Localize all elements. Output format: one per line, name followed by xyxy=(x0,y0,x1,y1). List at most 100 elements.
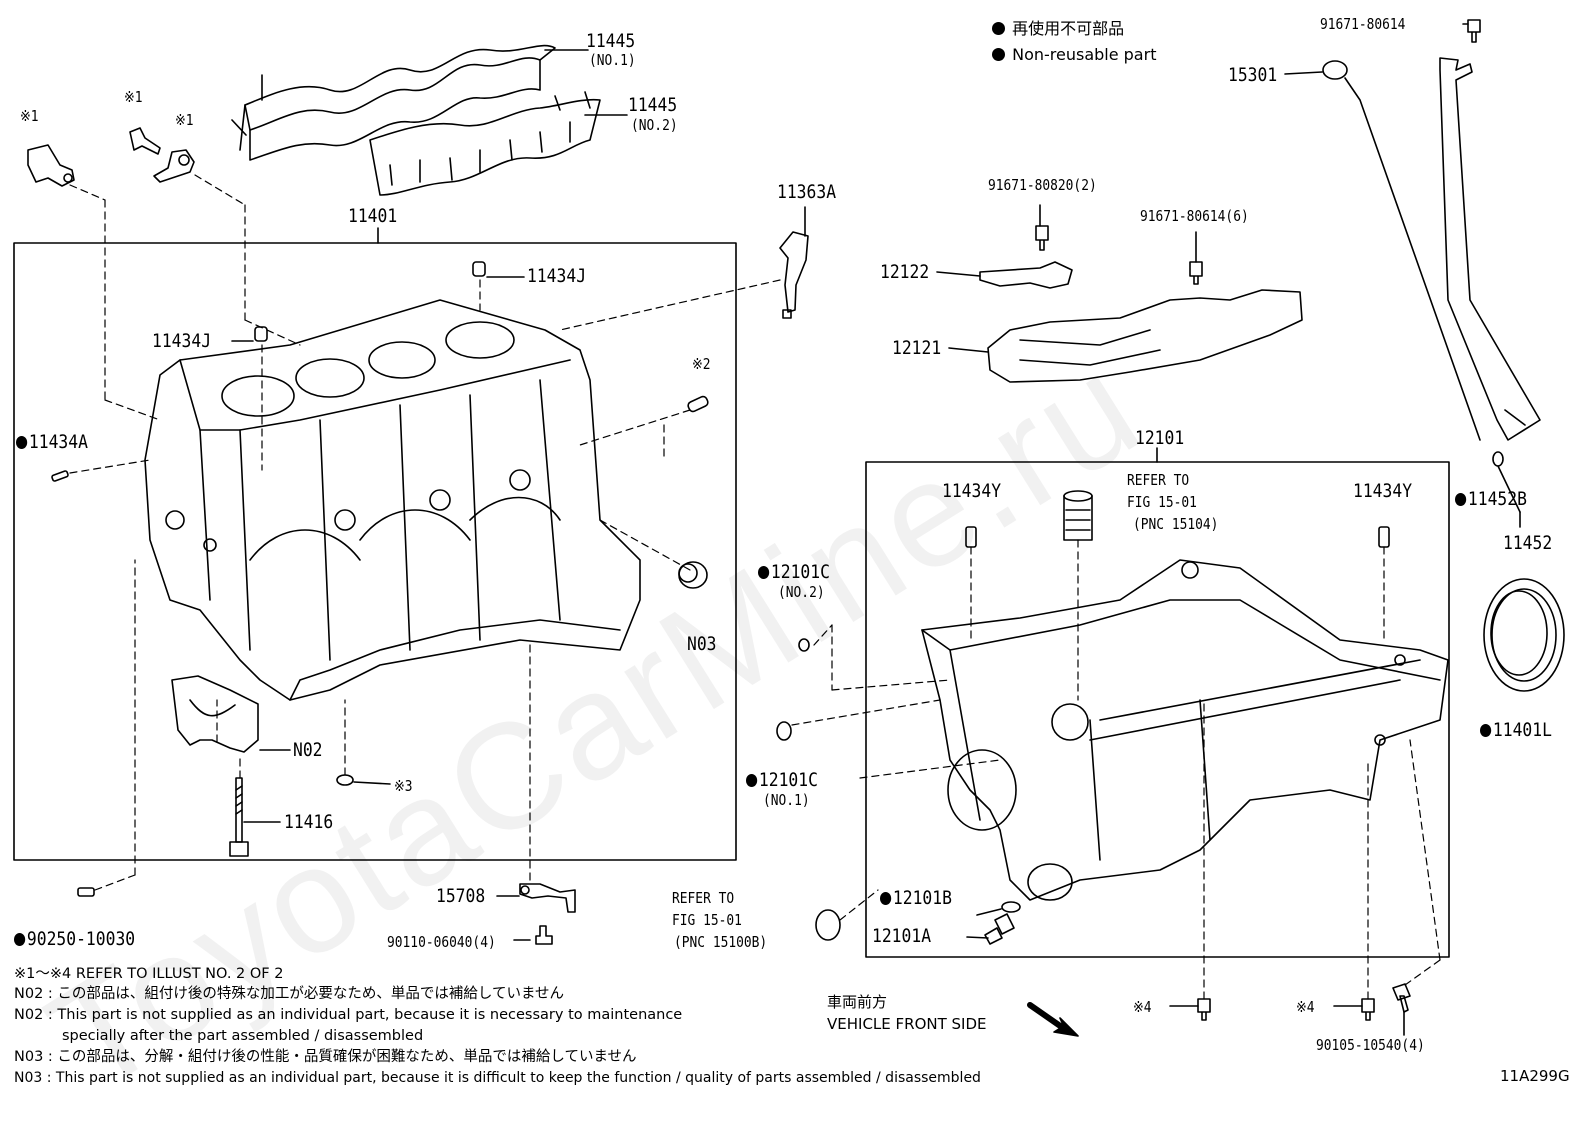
o-ring-12101C-no2 xyxy=(798,638,810,652)
footnote-n03-en: N03 : This part is not supplied as an in… xyxy=(14,1070,981,1086)
oil-pan-12101 xyxy=(921,559,1449,901)
oil-strainer-15104 xyxy=(1063,490,1093,541)
footnote-n02-en: N02 : This part is not supplied as an in… xyxy=(14,1007,683,1023)
stud-11434Y-right xyxy=(1378,526,1390,548)
label-90105-10540: 90105-10540(4) xyxy=(1316,1036,1425,1054)
label-11445-no1: 11445 xyxy=(586,30,636,52)
non-reusable-dot-icon xyxy=(992,22,1005,35)
label-12101C-no2: 12101C xyxy=(758,562,830,582)
non-reusable-dot-icon xyxy=(14,933,26,946)
non-reusable-dot-icon xyxy=(746,774,758,787)
dipstick-guide-11452 xyxy=(1439,57,1541,441)
non-reusable-dot-icon xyxy=(992,48,1005,61)
refer-fig-15100B-line3: (PNC 15100B) xyxy=(674,933,768,951)
legend-jp: 再使用不可部品 xyxy=(992,20,1124,37)
ref1-label-b: ※1 xyxy=(124,88,143,106)
insulator-11445-no2 xyxy=(369,91,601,196)
bracket-11363A xyxy=(779,231,809,319)
label-11434Y-right: 11434Y xyxy=(1353,480,1413,502)
bolt-91671-80614-6 xyxy=(1189,261,1203,285)
label-91671-80614-6: 91671-80614(6) xyxy=(1140,207,1249,225)
label-11445-no1-sub: (NO.1) xyxy=(589,51,636,69)
knock-sensor xyxy=(153,149,195,183)
illustration-code: 11A299G xyxy=(1500,1067,1570,1085)
label-N03: N03 xyxy=(687,633,717,655)
plug-ref2 xyxy=(687,395,709,413)
footnote-n02-jp: N02 : この部品は、組付け後の特殊な加工が必要なため、単品では補給していませ… xyxy=(14,986,565,1002)
non-reusable-dot-icon xyxy=(1480,724,1492,737)
label-12101C-no2-sub: (NO.2) xyxy=(778,583,825,601)
bearing-cap-N02 xyxy=(171,675,259,753)
stud-11434Y-left xyxy=(965,526,977,548)
label-11434A: 11434A xyxy=(16,432,88,452)
vehicle-front-en: VEHICLE FRONT SIDE xyxy=(827,1015,987,1033)
baffle-plate-12121 xyxy=(987,289,1303,383)
cylinder-block-11401 xyxy=(144,299,641,701)
legend-en: Non-reusable part xyxy=(992,46,1156,63)
dipstick-15301 xyxy=(1322,60,1481,441)
label-11434J: 11434J xyxy=(152,330,212,352)
dashed-alignment-lines xyxy=(69,174,1441,1000)
non-reusable-dot-icon xyxy=(1455,493,1467,506)
label-91671-80820: 91671-80820(2) xyxy=(988,176,1097,194)
ref1-label-a: ※1 xyxy=(20,107,39,125)
label-12101B: 12101B xyxy=(880,888,952,908)
bracket-12122 xyxy=(979,261,1073,289)
non-reusable-dot-icon xyxy=(758,566,770,579)
label-12101A: 12101A xyxy=(872,925,932,947)
refer-fig-15104-line2: FIG 15-01 xyxy=(1127,493,1197,511)
label-11363A: 11363A xyxy=(777,181,837,203)
sensor-part xyxy=(27,144,75,187)
drain-plug-12101A xyxy=(984,913,1015,945)
bolt-91671-80820 xyxy=(1035,225,1049,251)
leader-lines xyxy=(231,23,1521,1036)
knock-sensor-bolt xyxy=(129,127,161,155)
label-11452: 11452 xyxy=(1503,532,1553,554)
pin-90250 xyxy=(77,887,95,897)
parts-diagram xyxy=(13,19,1565,1037)
label-11445-no2-sub: (NO.2) xyxy=(631,116,678,134)
non-reusable-dot-icon xyxy=(880,892,892,905)
bolt-ref4-a xyxy=(1197,998,1211,1021)
vehicle-front-jp: 車両前方 xyxy=(827,993,888,1011)
oil-seal-11401L xyxy=(1483,578,1565,692)
o-ring-12101C-no1 xyxy=(776,721,792,741)
bolt-ref4-b xyxy=(1361,998,1375,1021)
label-12101C-no1-sub: (NO.1) xyxy=(763,791,810,809)
bolt-11416 xyxy=(229,777,249,857)
label-11434J-top: 11434J xyxy=(527,265,587,287)
label-11401: 11401 xyxy=(348,205,398,227)
refer-fig-15104-line1: REFER TO xyxy=(1127,471,1190,489)
label-11434Y-left: 11434Y xyxy=(942,480,1002,502)
bolt-91671-80614 xyxy=(1467,19,1481,43)
ref1-label-c: ※1 xyxy=(175,111,194,129)
label-11445-no2: 11445 xyxy=(628,94,678,116)
bolt-90105 xyxy=(1392,983,1411,1013)
label-91671-80614: 91671-80614 xyxy=(1320,15,1406,33)
label-12122: 12122 xyxy=(880,261,930,283)
plug-N03 xyxy=(678,561,708,589)
label-12101C-no1: 12101C xyxy=(746,770,818,790)
refer-fig-15100B-line1: REFER TO xyxy=(672,889,735,907)
o-ring-11452B xyxy=(1492,451,1504,467)
gasket-12101B xyxy=(1001,901,1021,913)
ref4-label-b: ※4 xyxy=(1296,998,1315,1016)
footnote-ref: ※1～※4 REFER TO ILLUST NO. 2 OF 2 xyxy=(14,966,284,982)
nut-ref3 xyxy=(336,774,354,786)
label-15301: 15301 xyxy=(1228,64,1278,86)
label-11401L: 11401L xyxy=(1480,720,1552,740)
straight-pin-11434J-top xyxy=(472,261,486,277)
label-N02: N02 xyxy=(293,739,323,761)
label-11452B: 11452B xyxy=(1455,489,1527,509)
oil-jet-15708 xyxy=(519,883,576,913)
label-90250-10030: 90250-10030 xyxy=(14,929,135,949)
non-reusable-dot-icon xyxy=(16,436,28,449)
label-12101: 12101 xyxy=(1135,427,1185,449)
footnote-n02-en-cont: specially after the part assembled / dis… xyxy=(62,1028,424,1044)
refer-fig-15100B-line2: FIG 15-01 xyxy=(672,911,742,929)
gasket-ring-15100B xyxy=(815,909,841,941)
ref3-label: ※3 xyxy=(394,777,413,795)
cylinder-block-group-box xyxy=(13,242,737,861)
straight-pin-11434J xyxy=(254,326,268,342)
insulator-11445-no1 xyxy=(231,44,556,161)
